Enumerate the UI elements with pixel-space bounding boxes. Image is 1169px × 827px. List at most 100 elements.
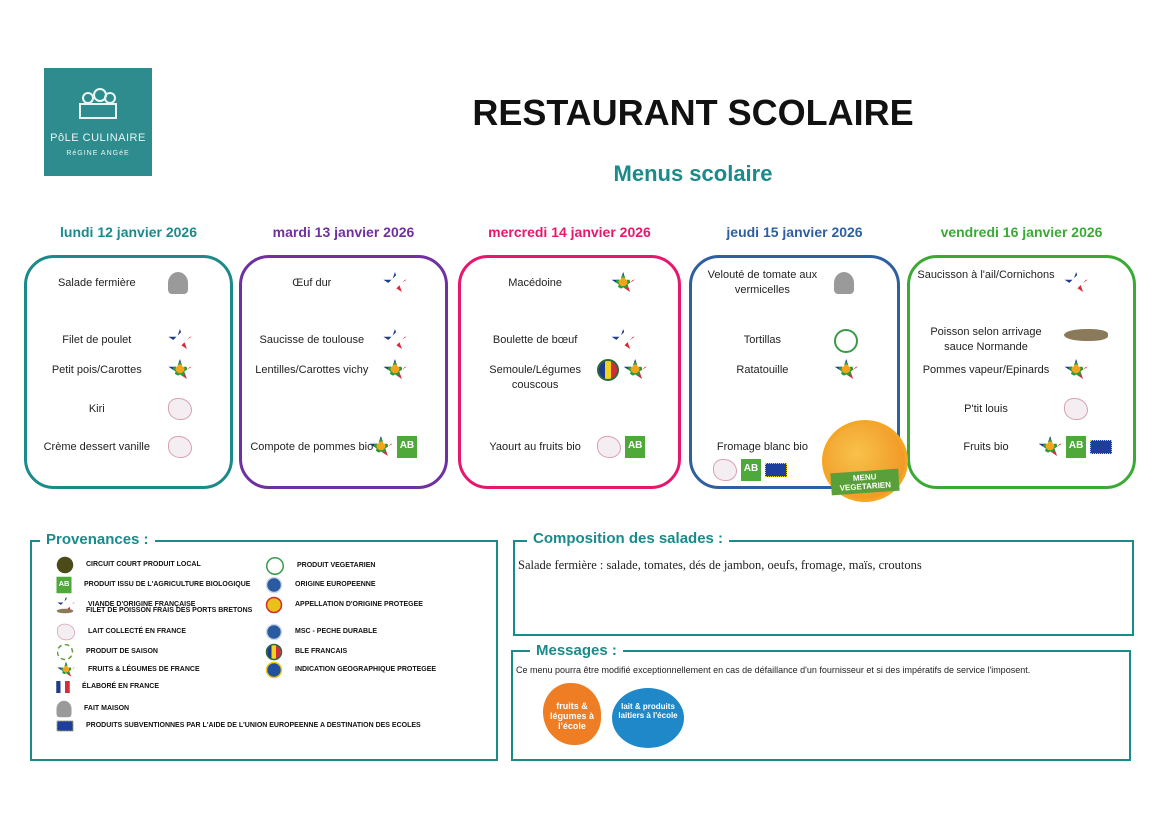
item-icons <box>383 272 407 294</box>
provenance-item: PRODUIT DE SAISON <box>54 641 158 663</box>
fruitstar-icon <box>611 272 635 293</box>
provenance-label: MSC - PECHE DURABLE <box>295 628 378 635</box>
menu-item: Poisson selon arrivage sauce Normande <box>930 326 1042 353</box>
menu-item: Ratatouille <box>736 364 789 376</box>
item-icons <box>834 329 859 353</box>
item-icons <box>611 329 635 351</box>
provenance-label: ÉLABORÉ EN FRANCE <box>82 683 160 690</box>
menu-item: Petit pois/Carottes <box>51 364 142 376</box>
eu-icon <box>56 720 74 732</box>
ble-icon <box>597 359 620 381</box>
ab-icon: AB <box>741 459 761 481</box>
lait-ecole-logo: lait & produits laitiers à l'école <box>612 688 684 748</box>
menu-item: Œuf dur <box>292 277 332 289</box>
lait-icon <box>57 623 75 641</box>
item-icons <box>168 329 192 351</box>
fruitstar-icon <box>623 359 647 380</box>
provenance-label: FILET DE POISSON FRAIS DES PORTS BRETONS <box>86 607 253 614</box>
fruitstar-icon <box>57 661 75 677</box>
provenance-label: INDICATION GEOGRAPHIQUE PROTEGEE <box>295 666 437 673</box>
menu-item: Lentilles/Carottes vichy <box>255 364 369 376</box>
provenance-label: PRODUIT VEGETARIEN <box>297 562 376 569</box>
ab-icon: AB <box>625 436 646 458</box>
menu-item: Salade fermière <box>57 277 136 289</box>
provenance-label: PRODUIT DE SAISON <box>86 648 158 655</box>
msc-icon <box>265 623 283 641</box>
menu-item: Fruits bio <box>963 441 1009 453</box>
composition-title: Composition des salades : <box>527 530 730 547</box>
provenance-item: FRUITS & LÉGUMES DE FRANCE <box>54 659 200 681</box>
menu-item: Tortillas <box>743 334 782 346</box>
chef-icon <box>167 272 188 294</box>
messages-title: Messages : <box>530 642 623 659</box>
fruitstar-icon <box>383 359 407 380</box>
item-icons: AB <box>369 436 417 458</box>
fruitstar-icon <box>369 436 393 457</box>
provenance-item: ORIGINE EUROPEENNE <box>263 574 376 596</box>
star-icon <box>1064 272 1088 293</box>
day-card <box>907 255 1136 489</box>
provenance-label: APPELLATION D'ORIGINE PROTEGEE <box>295 601 423 608</box>
page-title: RESTAURANT SCOLAIRE <box>472 92 914 133</box>
provenance-item: INDICATION GEOGRAPHIQUE PROTEGEE <box>263 659 436 681</box>
day-header: mardi 13 janvier 2026 <box>272 224 415 240</box>
messages-text: Ce menu pourra être modifié exceptionnel… <box>516 665 1031 675</box>
provenance-item: ÉLABORÉ EN FRANCE <box>54 679 159 695</box>
menu-item: Saucisse de toulouse <box>259 334 365 346</box>
chef-icon <box>834 272 855 294</box>
fruits-legumes-ecole-logo: fruits & légumes à l'école <box>543 683 601 745</box>
item-icons <box>1064 398 1089 420</box>
chef-icon <box>56 700 72 718</box>
day-card <box>458 255 681 489</box>
fishsm-icon <box>56 608 74 614</box>
local-icon <box>56 556 74 574</box>
provenance-label: FAIT MAISON <box>84 705 130 712</box>
star-icon <box>611 329 635 350</box>
item-icons: AB <box>1038 436 1113 458</box>
veg-icon <box>266 557 284 575</box>
star-icon <box>383 272 407 293</box>
provenance-label: VIANDE D'ORIGINE FRANÇAISE <box>88 601 196 608</box>
composition-text: Salade fermière : salade, tomates, dés d… <box>518 558 922 572</box>
lait-icon <box>167 398 192 420</box>
provenances-box <box>30 540 498 761</box>
lait-icon <box>597 436 622 458</box>
fruitstar-icon <box>168 359 192 380</box>
composition-box <box>513 540 1134 636</box>
provenance-label: PRODUITS SUBVENTIONNES PAR L'AIDE DE L'U… <box>86 722 421 729</box>
provenance-label: BLE FRANCAIS <box>295 648 348 655</box>
menu-item: P'tit louis <box>964 403 1008 415</box>
msc-icon <box>265 576 283 594</box>
item-icons <box>834 359 858 381</box>
badge-label: MENU VEGETARIEN <box>830 468 900 496</box>
star-icon <box>383 329 407 350</box>
provenance-item: FILET DE POISSON FRAIS DES PORTS BRETONS <box>54 606 252 616</box>
item-icons: AB <box>713 459 787 481</box>
menu-item: Yaourt au fruits bio <box>489 441 581 453</box>
day-header: jeudi 15 janvier 2026 <box>726 224 863 240</box>
provenance-item: APPELLATION D'ORIGINE PROTEGEE <box>263 594 423 616</box>
provenance-label: CIRCUIT COURT PRODUIT LOCAL <box>86 561 201 568</box>
pole-culinaire-logo: PôLE CULINAIRE RéGINE ANGéE <box>44 68 152 176</box>
eu-icon <box>1090 440 1113 454</box>
provenance-item: PRODUITS SUBVENTIONNES PAR L'AIDE DE L'U… <box>54 719 421 733</box>
fruitstar-icon <box>834 359 858 380</box>
provenance-item: BLE FRANCAIS <box>263 641 347 663</box>
menu-item: Compote de pommes bio <box>250 441 374 453</box>
menu-item: Macédoine <box>508 277 563 289</box>
item-icons <box>834 272 855 294</box>
menu-item: Crème dessert vanille <box>43 441 150 453</box>
menu-vegetarien-badge: MENU VEGETARIEN <box>822 420 908 502</box>
menu-item: Boulette de bœuf <box>492 334 578 346</box>
fruitstar-icon <box>1064 359 1088 380</box>
provenances-title: Provenances : <box>40 531 155 548</box>
item-icons <box>383 329 407 351</box>
saison-icon <box>56 643 74 661</box>
provenance-label: LAIT COLLECTÉ EN FRANCE <box>88 628 186 635</box>
day-card <box>239 255 448 489</box>
provenance-item: VIANDE D'ORIGINE FRANÇAISE <box>54 594 195 616</box>
star-icon <box>168 329 192 350</box>
item-icons <box>167 398 192 420</box>
provenance-item: CIRCUIT COURT PRODUIT LOCAL <box>54 554 201 576</box>
